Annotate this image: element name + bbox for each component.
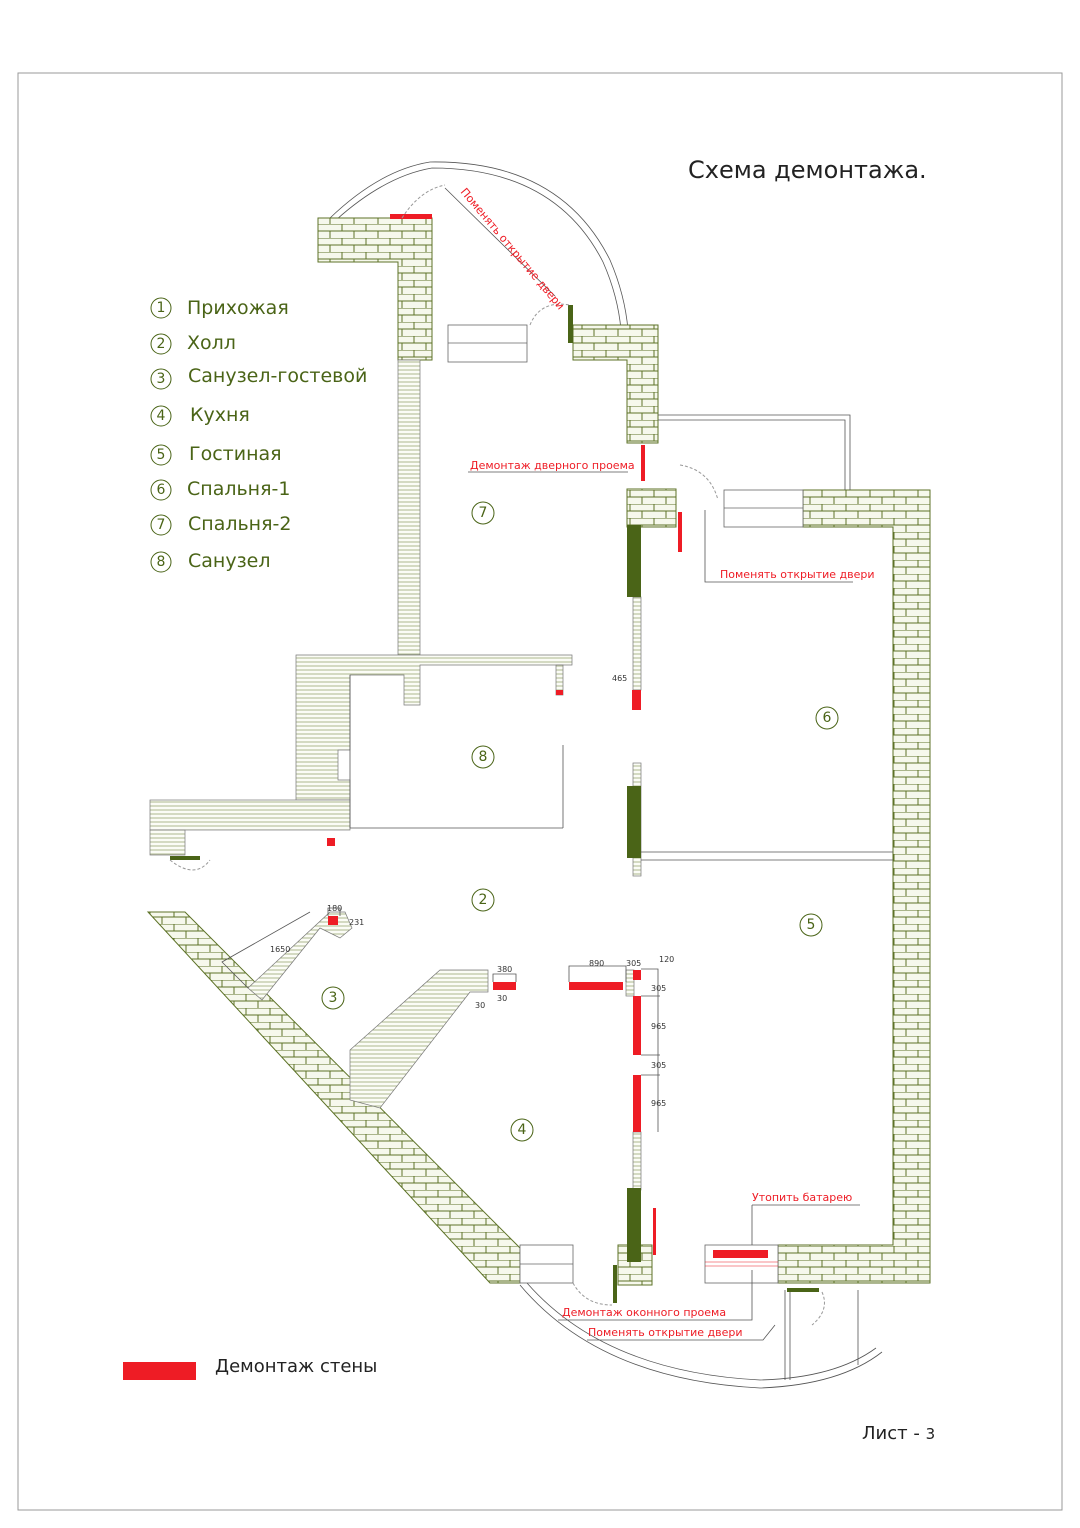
svg-text:3: 3 (329, 990, 338, 1006)
annotation-demolish-doorway: Демонтаж дверного проема (470, 459, 635, 472)
room-marker-6: 6 (815, 706, 839, 730)
svg-text:7: 7 (157, 517, 166, 533)
svg-text:Прихожая: Прихожая (187, 297, 289, 319)
legend-item: 4 Кухня (150, 404, 250, 427)
demolition-legend-swatch (123, 1362, 196, 1380)
svg-text:Кухня: Кухня (190, 404, 250, 426)
annotation-change-door-bottom: Поменять открытие двери (588, 1326, 743, 1339)
legend-item: 3 Санузел-гостевой (150, 365, 367, 390)
page-title: Схема демонтажа. (688, 156, 927, 184)
svg-text:1: 1 (157, 300, 166, 316)
radiator (713, 1250, 768, 1258)
room-legend: 1 Прихожая 2 Холл 3 Санузел-гостевой 4 Кухня… (150, 297, 367, 573)
svg-text:2: 2 (157, 336, 166, 352)
legend-item: 6 Спальня-1 (150, 478, 290, 501)
legend-item: 5 Гостиная (150, 443, 282, 466)
curved-wall-bottom (519, 1284, 883, 1389)
dimensions: 465 180 231 1650 380 30 30 890 305 120 3… (221, 674, 674, 1132)
legend-item: 8 Санузел (150, 550, 271, 573)
svg-text:Спальня-2: Спальня-2 (188, 513, 291, 535)
room-marker-8: 8 (471, 745, 495, 769)
room-marker-5: 5 (799, 913, 823, 937)
room-marker-3: 3 (321, 986, 345, 1010)
svg-text:Санузел: Санузел (188, 550, 271, 572)
svg-text:231: 231 (349, 918, 364, 927)
legend-item: 2 Холл (150, 332, 236, 355)
svg-text:965: 965 (651, 1099, 666, 1108)
svg-text:4: 4 (518, 1122, 527, 1138)
svg-text:305: 305 (626, 959, 641, 968)
svg-text:Санузел-гостевой: Санузел-гостевой (188, 365, 367, 387)
svg-text:Спальня-1: Спальня-1 (187, 478, 290, 500)
room-markers: 7 8 6 2 5 3 4 (321, 501, 839, 1142)
legend-item: 7 Спальня-2 (150, 513, 291, 536)
svg-text:5: 5 (157, 447, 166, 463)
room-marker-7: 7 (471, 501, 495, 525)
room-marker-4: 4 (510, 1118, 534, 1142)
wall-demolitions (327, 214, 682, 1255)
windows (447, 324, 804, 1284)
svg-text:2: 2 (479, 892, 488, 908)
annotation-change-door-top: Поменять открытие двери (458, 186, 567, 313)
annotation-demolish-window: Демонтаж оконного проема (562, 1306, 726, 1319)
svg-text:3: 3 (157, 371, 166, 387)
annotation-recess-radiator: Утопить батарею (752, 1191, 852, 1204)
svg-text:120: 120 (659, 955, 674, 964)
svg-text:890: 890 (589, 959, 604, 968)
svg-text:8: 8 (157, 554, 166, 570)
svg-text:180: 180 (327, 904, 342, 913)
svg-text:465: 465 (612, 674, 627, 683)
svg-text:Холл: Холл (187, 332, 236, 354)
svg-text:305: 305 (651, 1061, 666, 1070)
sheet-label: Лист - 3 (862, 1423, 935, 1444)
svg-text:6: 6 (823, 710, 832, 726)
legend-item: 1 Прихожая (150, 297, 289, 319)
demolition-legend-label: Демонтаж стены (215, 1356, 377, 1377)
svg-text:30: 30 (475, 1001, 485, 1010)
svg-text:1650: 1650 (270, 945, 290, 954)
svg-text:5: 5 (807, 917, 816, 933)
svg-text:30: 30 (497, 994, 507, 1003)
sheet-border (17, 72, 1063, 1511)
svg-text:8: 8 (479, 749, 488, 765)
new-walls (170, 305, 819, 1303)
svg-text:6: 6 (157, 482, 166, 498)
svg-text:4: 4 (157, 408, 166, 424)
svg-text:305: 305 (651, 984, 666, 993)
brick-walls (146, 217, 931, 1286)
svg-text:7: 7 (479, 505, 488, 521)
svg-text:Гостиная: Гостиная (189, 443, 282, 465)
room-marker-2: 2 (471, 888, 495, 912)
svg-text:380: 380 (497, 965, 512, 974)
curved-wall-top (329, 161, 629, 331)
svg-text:965: 965 (651, 1022, 666, 1031)
annotation-change-door-right: Поменять открытие двери (720, 568, 875, 581)
